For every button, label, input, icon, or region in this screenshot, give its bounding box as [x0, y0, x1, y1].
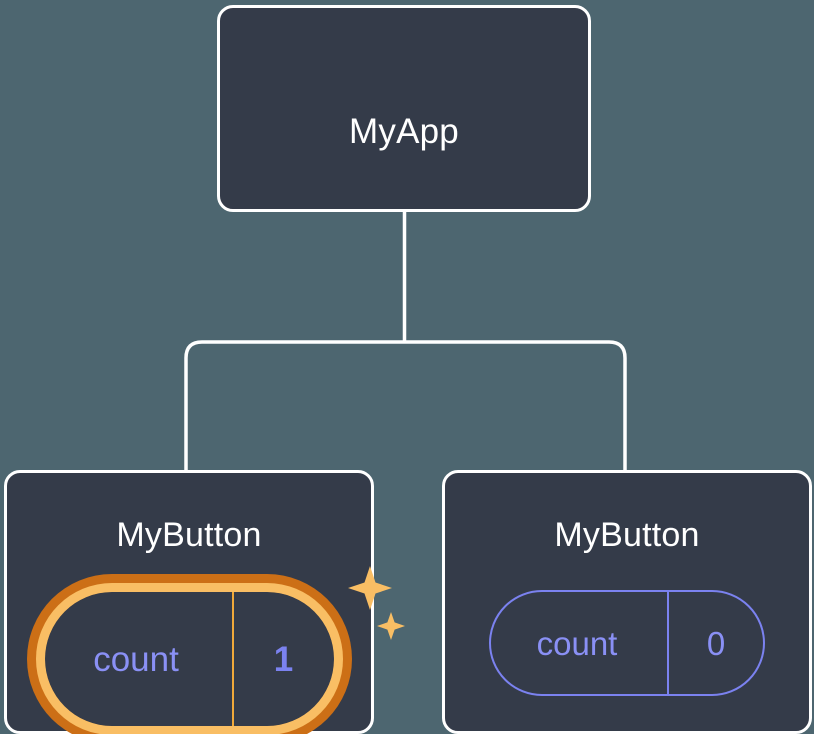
- state-value-child-1: 0: [667, 592, 763, 694]
- state-key-child-1: count: [536, 624, 618, 662]
- tree-node-root[interactable]: MyApp: [217, 5, 591, 212]
- state-pill-child-0[interactable]: count 1: [44, 592, 334, 726]
- state-key-child-0: count: [93, 639, 179, 679]
- node-label-root: MyApp: [349, 111, 459, 151]
- tree-node-child-1[interactable]: MyButton count 0: [442, 470, 812, 734]
- state-pill-child-1[interactable]: count 0: [489, 590, 765, 696]
- connector-branch-right: [404, 340, 627, 472]
- node-label-child-0: MyButton: [116, 516, 262, 554]
- sparkles-icon: [347, 566, 405, 640]
- connector-branch-left: [184, 340, 405, 472]
- state-pill-wrap-child-0: count 1: [27, 566, 405, 734]
- node-label-child-1: MyButton: [554, 516, 700, 554]
- state-value-child-0: 1: [231, 592, 334, 726]
- state-pill-wrap-child-1: count 0: [489, 590, 765, 696]
- tree-node-child-0[interactable]: MyButton count 1: [4, 470, 405, 734]
